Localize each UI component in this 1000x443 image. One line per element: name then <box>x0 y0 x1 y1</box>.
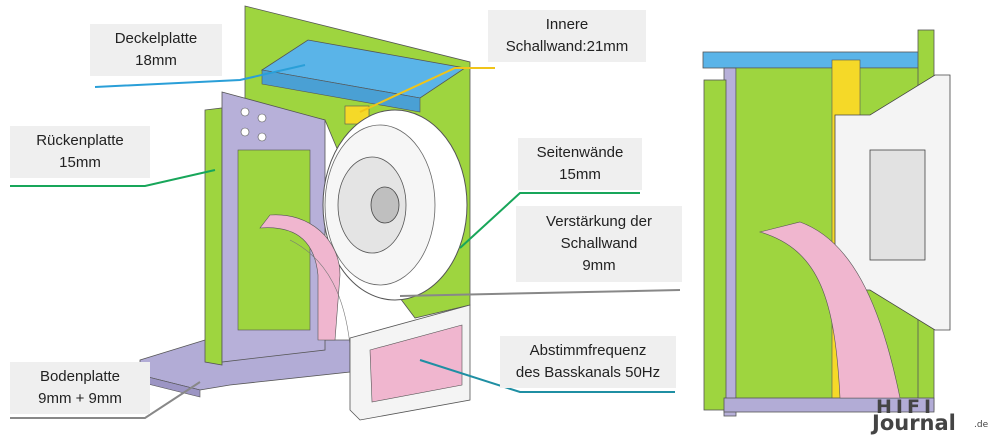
cutaway-3d-view <box>139 5 471 421</box>
label-deckelplatte-line-1: Deckelplatte <box>114 30 198 47</box>
driver-pole <box>370 186 400 224</box>
section-bass-channel <box>758 221 901 399</box>
section-driver-magnet <box>869 149 926 261</box>
label-deckelplatte: Deckelplatte 18mm <box>90 24 222 76</box>
leader-innere-schallwand <box>359 67 495 113</box>
label-seitenwaende: Seitenwände 15mm <box>518 138 642 190</box>
label-verstaerkung-line-2: Schallwand <box>560 235 638 252</box>
label-bodenplatte-line-1: Bodenplatte <box>39 368 121 385</box>
leader-bodenplatte <box>10 381 201 419</box>
section-bottom-plate <box>723 397 935 413</box>
bass-port-opening <box>369 324 463 403</box>
label-abstimmfrequenz: Abstimmfrequenz des Basskanals 50Hz <box>500 336 676 388</box>
bass-channel-shape <box>259 214 341 341</box>
label-verstaerkung-line-3: 9mm <box>582 257 616 274</box>
section-side-view <box>702 29 951 417</box>
label-seitenwaende-line-1: Seitenwände <box>536 144 624 161</box>
label-bodenplatte: Bodenplatte 9mm + 9mm <box>10 362 150 414</box>
logo-hifi-text: HIFI <box>876 396 936 418</box>
label-verstaerkung: Verstärkung der Schallwand 9mm <box>516 206 682 282</box>
leader-seitenwaende <box>459 192 640 249</box>
hifi-journal-logo: HIFI Journal .de <box>872 396 992 438</box>
label-abstimmfrequenz-line-2: des Basskanals 50Hz <box>515 364 661 381</box>
section-top-plate <box>702 51 932 69</box>
back-plate-hole <box>240 127 250 137</box>
logo-journal-text: Journal <box>872 411 956 435</box>
logo-suffix-text: .de <box>974 420 989 430</box>
label-deckelplatte-line-2: 18mm <box>135 52 177 69</box>
leader-verstaerkung <box>399 289 681 297</box>
label-innere-schallwand-line-1: Innere <box>545 16 589 33</box>
back-plate-hole <box>240 107 250 117</box>
label-innere-schallwand-line-2: Schallwand:21mm <box>505 38 629 55</box>
back-plate-hole <box>257 132 267 142</box>
label-abstimmfrequenz-line-1: Abstimmfrequenz <box>529 342 647 359</box>
label-rueckenplatte-line-2: 15mm <box>59 154 101 171</box>
label-bodenplatte-line-2: 9mm + 9mm <box>38 390 122 407</box>
label-rueckenplatte-line-1: Rückenplatte <box>36 132 124 149</box>
label-innere-schallwand: Innere Schallwand:21mm <box>488 10 646 62</box>
section-side-wall <box>703 79 727 411</box>
back-plate-window <box>237 149 311 331</box>
label-rueckenplatte: Rückenplatte 15mm <box>10 126 150 178</box>
label-verstaerkung-line-1: Verstärkung der <box>546 213 652 230</box>
back-plate-hole <box>257 113 267 123</box>
bass-channel-curve <box>289 239 351 346</box>
leader-lines <box>10 64 681 419</box>
leader-deckelplatte <box>94 64 306 88</box>
leader-abstimmfrequenz <box>419 359 675 393</box>
label-seitenwaende-line-2: 15mm <box>559 166 601 183</box>
side-wall-left-strip <box>204 107 223 366</box>
leader-rueckenplatte <box>10 169 216 187</box>
